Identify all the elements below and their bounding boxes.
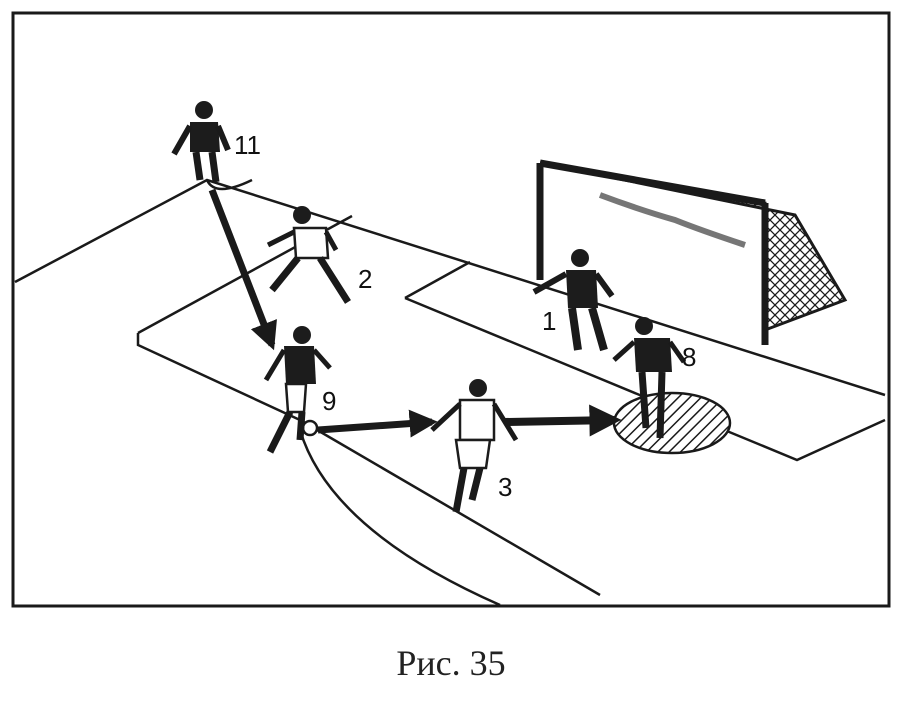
player-icon <box>612 317 687 439</box>
pass-arrow-9-to-3 <box>317 409 438 438</box>
goalkeeper-icon <box>532 249 615 352</box>
ball <box>301 419 319 437</box>
player-number-1: 1 <box>542 306 556 336</box>
figure-caption: Рис. 35 <box>396 643 506 683</box>
pass-arrow-11-to-9 <box>208 188 277 351</box>
pass-arrows <box>208 188 622 438</box>
player-number-9: 9 <box>322 386 336 416</box>
goal-net <box>536 159 848 345</box>
player-icon <box>266 206 351 304</box>
player-icon <box>263 326 332 454</box>
player-icon <box>171 101 231 183</box>
target-zone <box>612 391 732 455</box>
player-icon <box>430 379 519 513</box>
player-number-2: 2 <box>358 264 372 294</box>
player-number-3: 3 <box>498 472 512 502</box>
player-number-8: 8 <box>682 342 696 372</box>
picture-frame <box>11 11 891 608</box>
player-number-11: 11 <box>234 130 261 160</box>
pass-arrow-3-to-8 <box>504 404 622 437</box>
